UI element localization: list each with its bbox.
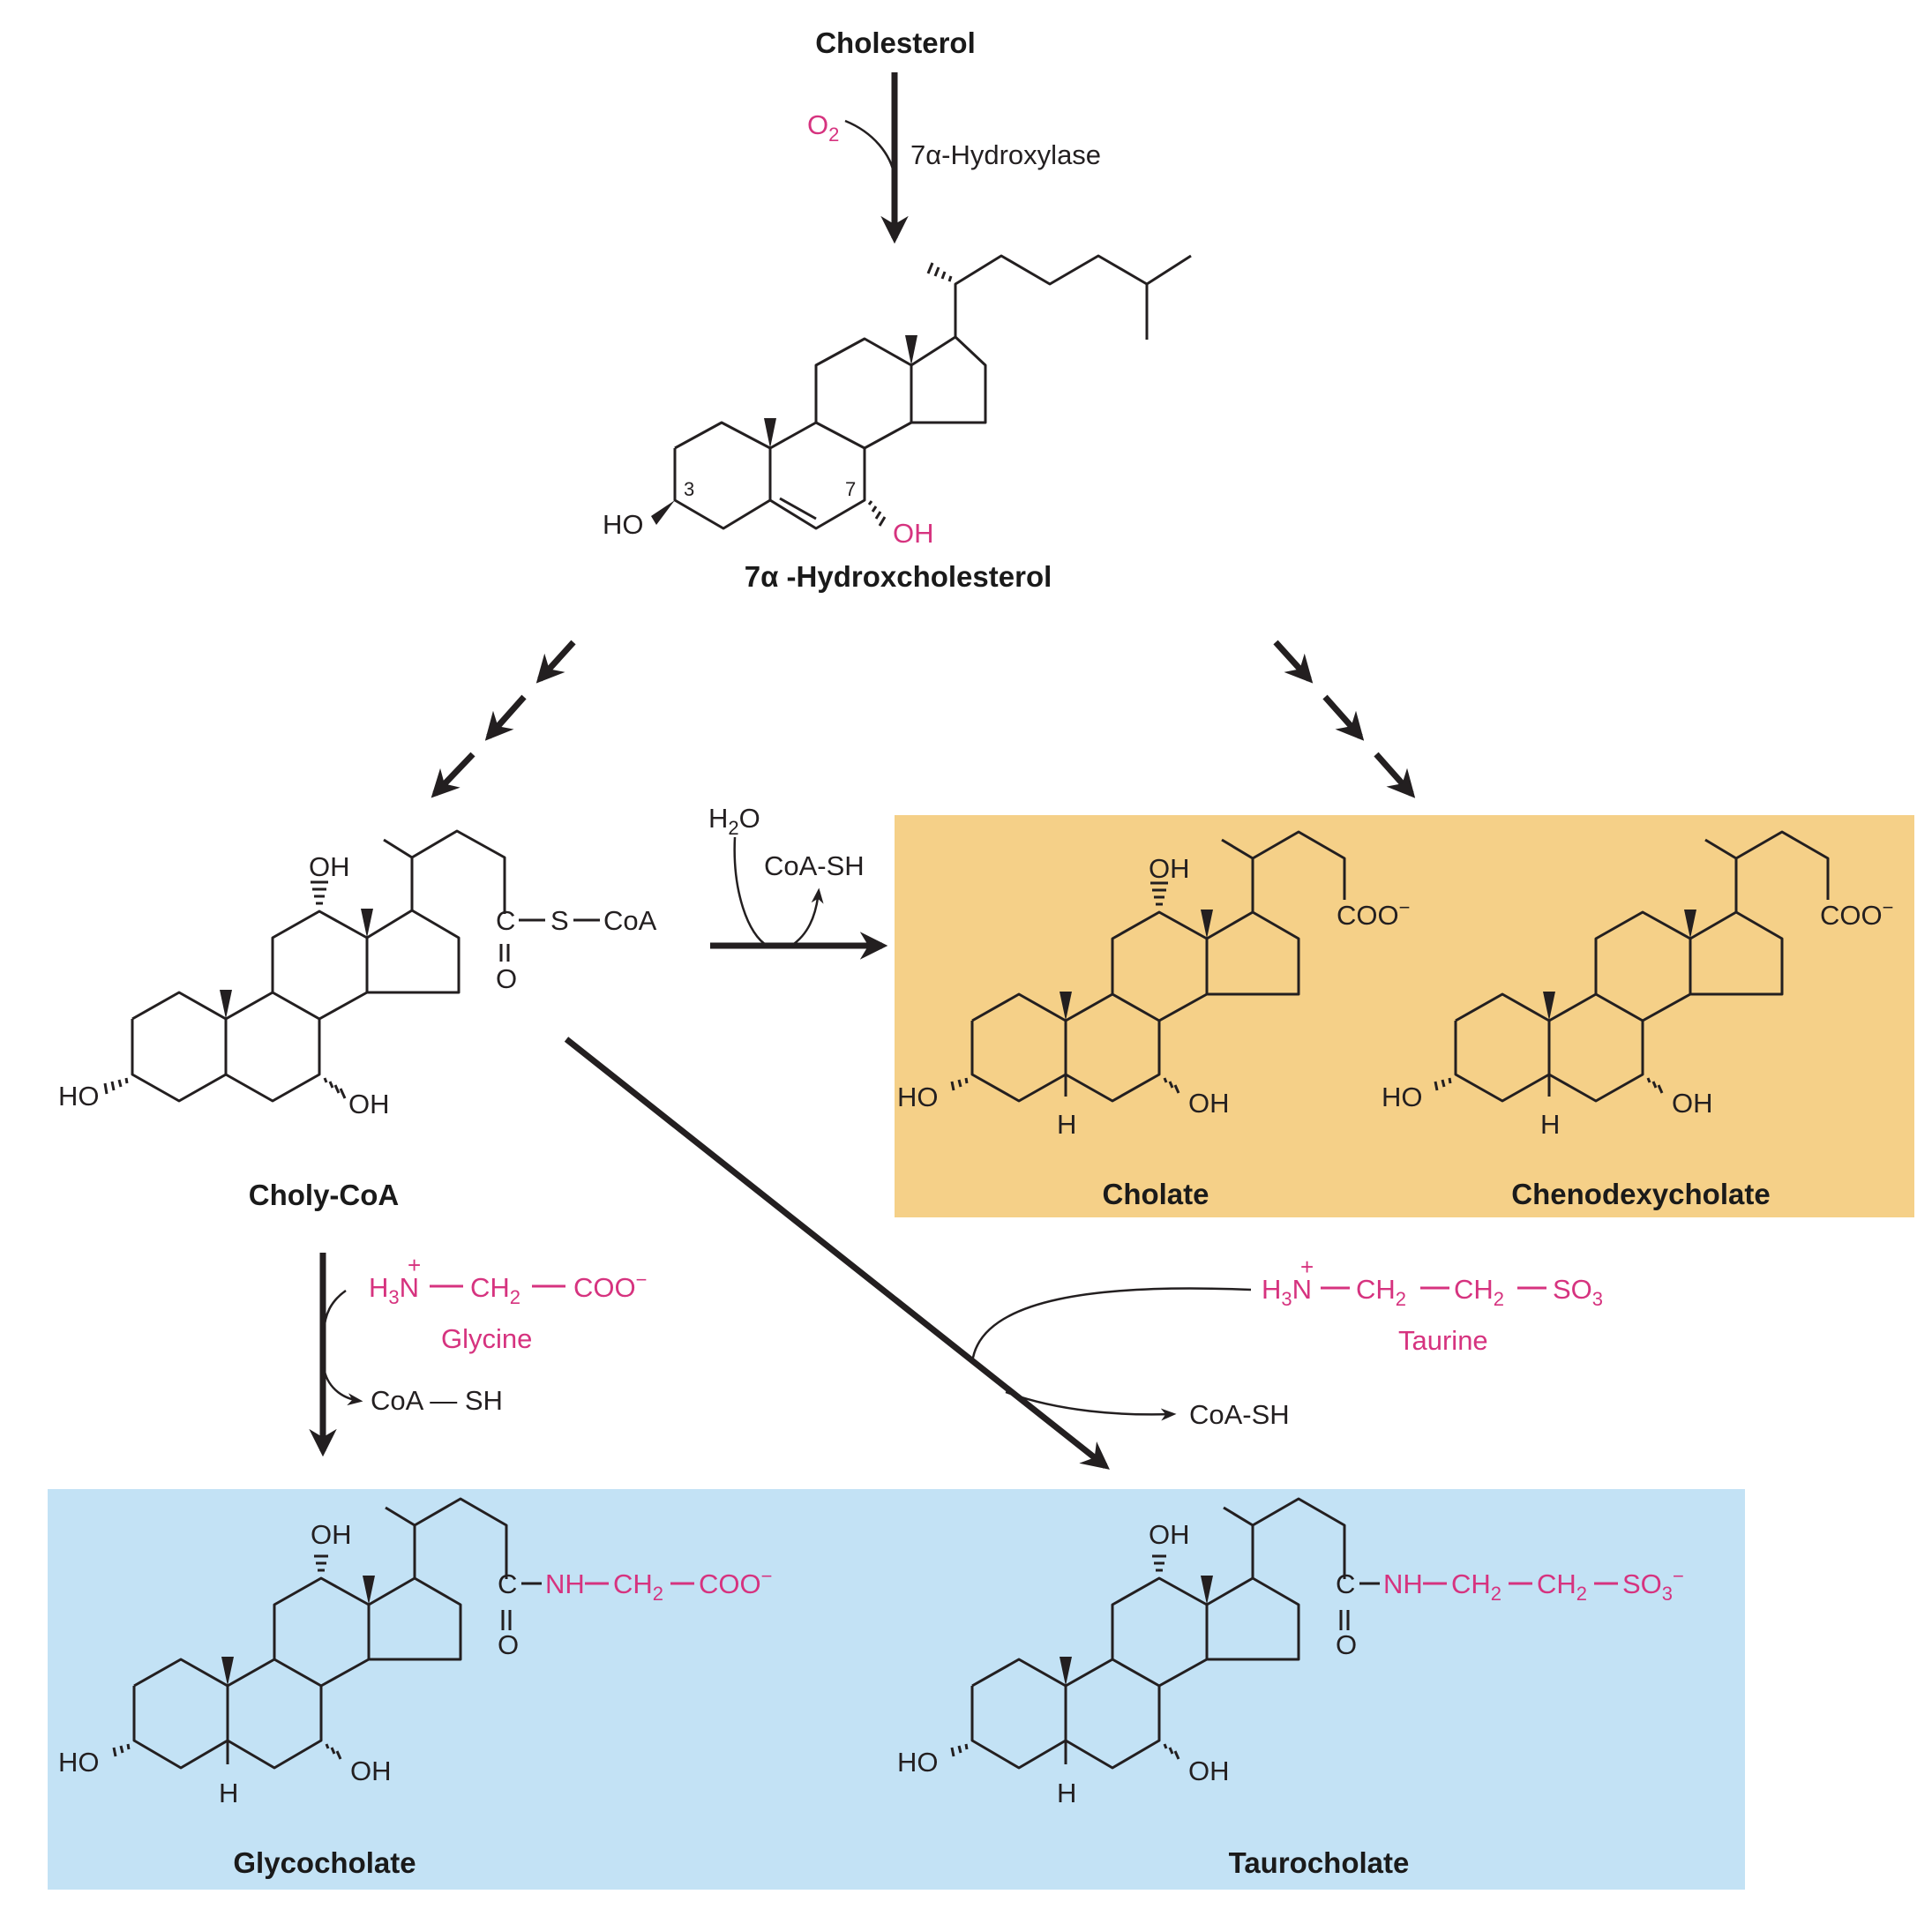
water-label: H2O bbox=[708, 803, 760, 839]
glycocholate-label: Glycocholate bbox=[233, 1846, 416, 1879]
glyco-h-5: H bbox=[219, 1778, 238, 1808]
cholate-ho-3: HO bbox=[897, 1082, 939, 1112]
hydroxycholesterol-structure bbox=[651, 254, 1192, 530]
cholesterol-label: Cholesterol bbox=[815, 26, 976, 59]
tauro-oh-12: OH bbox=[1149, 1519, 1190, 1550]
taurine-ch2-a: CH2 bbox=[1356, 1274, 1406, 1310]
glycine-ch2: CH2 bbox=[470, 1272, 520, 1308]
cheno-oh-7: OH bbox=[1672, 1088, 1713, 1119]
glycine-plus: + bbox=[408, 1252, 421, 1278]
coash-out-curve-taurine bbox=[1005, 1390, 1177, 1421]
taurocholate-structure bbox=[950, 1497, 1380, 1770]
cholycoa-label: Choly-CoA bbox=[249, 1179, 399, 1211]
tauro-ch2-b: CH2 bbox=[1537, 1568, 1587, 1605]
tauro-c: C bbox=[1336, 1568, 1355, 1599]
cheno-coo: COO− bbox=[1820, 896, 1893, 931]
glycine-coo: COO− bbox=[573, 1269, 647, 1303]
cholate-oh-7: OH bbox=[1188, 1088, 1230, 1119]
tauro-h-5: H bbox=[1057, 1778, 1076, 1808]
enzyme-label: 7α-Hydroxylase bbox=[910, 139, 1101, 170]
conjugated-bile-salts-box bbox=[48, 1489, 1745, 1890]
cholycoa-oh-7: OH bbox=[348, 1089, 390, 1119]
glyco-nh: NH bbox=[545, 1568, 585, 1599]
taurine-plus: + bbox=[1300, 1254, 1314, 1280]
glyco-coo: COO− bbox=[699, 1565, 772, 1599]
tauro-oh-7: OH bbox=[1188, 1756, 1230, 1786]
glycine-name: Glycine bbox=[441, 1323, 532, 1354]
cholycoa-ho-3: HO bbox=[58, 1081, 100, 1112]
cholate-oh-12: OH bbox=[1149, 853, 1190, 884]
glycocholate-structure bbox=[112, 1497, 542, 1770]
cholycoa-s: S bbox=[550, 905, 569, 936]
glyco-c: C bbox=[498, 1568, 517, 1599]
multistep-arrow-left bbox=[431, 640, 576, 798]
glyco-o: O bbox=[498, 1629, 519, 1660]
water-in-curve bbox=[733, 836, 768, 947]
taurine-formula: H3N bbox=[1262, 1274, 1312, 1310]
oh-7-label: OH bbox=[893, 518, 934, 549]
taurocholate-label: Taurocholate bbox=[1229, 1846, 1410, 1879]
taurine-coash-label: CoA-SH bbox=[1189, 1399, 1290, 1430]
taurine-name: Taurine bbox=[1398, 1325, 1488, 1356]
taurine-ch2-b: CH2 bbox=[1454, 1274, 1504, 1310]
cholate-coo: COO− bbox=[1337, 896, 1410, 931]
tauro-o: O bbox=[1336, 1629, 1357, 1660]
position-7-label: 7 bbox=[845, 478, 856, 500]
cheno-label: Chenodexycholate bbox=[1511, 1178, 1770, 1210]
o2-curved-arrow bbox=[844, 119, 896, 177]
coash-out-curve-glycine bbox=[322, 1366, 363, 1406]
glyco-oh-12: OH bbox=[311, 1519, 352, 1550]
tauro-ho-3: HO bbox=[897, 1747, 939, 1778]
cholate-structure bbox=[950, 830, 1346, 1103]
cholycoa-o: O bbox=[496, 963, 517, 994]
multistep-arrow-right bbox=[1273, 640, 1416, 798]
tauro-nh: NH bbox=[1383, 1568, 1423, 1599]
hydroxycholesterol-label: 7α -Hydroxcholesterol bbox=[745, 560, 1052, 593]
cheno-h-5: H bbox=[1540, 1109, 1560, 1140]
cholycoa-c: C bbox=[496, 905, 515, 936]
glyco-ch2: CH2 bbox=[613, 1568, 663, 1605]
glycine-formula: H3N bbox=[369, 1272, 419, 1308]
glycine-in-curve bbox=[322, 1289, 347, 1333]
glycine-coash-label: CoA — SH bbox=[371, 1385, 503, 1416]
cholate-label: Cholate bbox=[1102, 1178, 1209, 1210]
taurine-so3: SO3 bbox=[1553, 1274, 1603, 1310]
coash-out-curve bbox=[790, 887, 824, 947]
cholate-h-5: H bbox=[1057, 1109, 1076, 1140]
cholycoa-structure bbox=[103, 829, 600, 1103]
tauro-ch2-a: CH2 bbox=[1451, 1568, 1501, 1605]
bile-acids-box bbox=[895, 815, 1914, 1217]
position-3-label: 3 bbox=[684, 478, 694, 500]
taurine-in-curve bbox=[970, 1287, 1252, 1364]
ho-3-label: HO bbox=[603, 509, 644, 540]
tauro-so3: SO3− bbox=[1622, 1565, 1684, 1605]
o2-label: O2 bbox=[807, 109, 839, 146]
hydrolysis-coash-label: CoA-SH bbox=[764, 850, 865, 881]
cholycoa-coa: CoA bbox=[603, 905, 657, 936]
glyco-ho-3: HO bbox=[58, 1747, 100, 1778]
cholycoa-oh-12: OH bbox=[309, 851, 350, 882]
chenodeoxycholate-structure bbox=[1434, 830, 1830, 1103]
cheno-ho-3: HO bbox=[1382, 1082, 1423, 1112]
glyco-oh-7: OH bbox=[350, 1756, 392, 1786]
